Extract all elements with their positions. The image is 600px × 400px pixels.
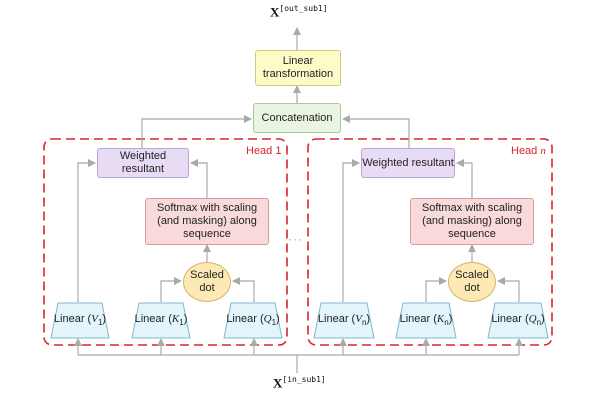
input-label: X[in_sub1] xyxy=(273,375,326,391)
head-n-weighted-resultant-label: Weighted resultant xyxy=(362,156,454,169)
head-1-linear-v-box: Linear (V1) xyxy=(50,302,110,339)
head-1-label: Head 1 xyxy=(246,145,282,157)
input-superscript: [in_sub1] xyxy=(282,375,326,384)
head-n-linear-k-shape xyxy=(395,302,457,339)
head-n-linear-q-shape xyxy=(487,302,549,339)
head-n-linear-q-box: Linear (Qn) xyxy=(487,302,549,339)
head-n-scaled-dot-node: Scaled dot xyxy=(448,262,496,302)
head-1-scaled-dot-label: Scaled dot xyxy=(190,269,224,294)
linear-transformation-label: Linear transformation xyxy=(262,55,334,80)
head-n-softmax-label: Softmax with scaling (and masking) along… xyxy=(421,202,523,240)
concatenation-box: Concatenation xyxy=(253,103,341,133)
head-n-linear-v-shape xyxy=(313,302,375,339)
head-n-linear-v-label: Linear (Vn) xyxy=(317,313,371,328)
head-1-linear-v-label: Linear (V1) xyxy=(53,313,107,328)
head-n-linear-k-label: Linear (Kn) xyxy=(399,313,453,328)
head-1-linear-q-shape xyxy=(223,302,283,339)
head-n-linear-v-box: Linear (Vn) xyxy=(313,302,375,339)
head-n-linear-q-label: Linear (Qn) xyxy=(491,313,545,328)
head-1-linear-v-shape xyxy=(50,302,110,339)
head-n-frame xyxy=(307,138,553,346)
head-1-linear-q-box: Linear (Q1) xyxy=(223,302,283,339)
output-label: X[out_sub1] xyxy=(270,4,328,20)
head-n-weighted-resultant-box: Weighted resultant xyxy=(361,148,455,178)
linear-transformation-box: Linear transformation xyxy=(255,50,341,86)
head-1-softmax-box: Softmax with scaling (and masking) along… xyxy=(145,198,269,245)
head-n-scaled-dot-label: Scaled dot xyxy=(455,269,489,294)
head-1-linear-k-shape xyxy=(131,302,191,339)
head-n-softmax-box: Softmax with scaling (and masking) along… xyxy=(410,198,534,245)
head-1-frame xyxy=(43,138,288,346)
head-1-linear-k-label: Linear (K1) xyxy=(134,313,188,328)
concatenation-label: Concatenation xyxy=(261,111,333,124)
head-1-weighted-resultant-box: Weighted resultant xyxy=(97,148,189,178)
head-n-label: Head n xyxy=(511,145,546,157)
head-1-weighted-resultant-label: Weighted resultant xyxy=(119,150,167,175)
output-superscript: [out_sub1] xyxy=(279,4,328,13)
head-n-linear-k-box: Linear (Kn) xyxy=(395,302,457,339)
head-1-softmax-label: Softmax with scaling (and masking) along… xyxy=(156,202,258,240)
head-1-linear-k-box: Linear (K1) xyxy=(131,302,191,339)
input-symbol: X xyxy=(273,375,283,391)
output-symbol: X xyxy=(270,4,280,20)
heads-ellipsis: ··· xyxy=(288,232,303,246)
head-1-scaled-dot-node: Scaled dot xyxy=(183,262,231,302)
head-1-linear-q-label: Linear (Q1) xyxy=(226,313,280,328)
